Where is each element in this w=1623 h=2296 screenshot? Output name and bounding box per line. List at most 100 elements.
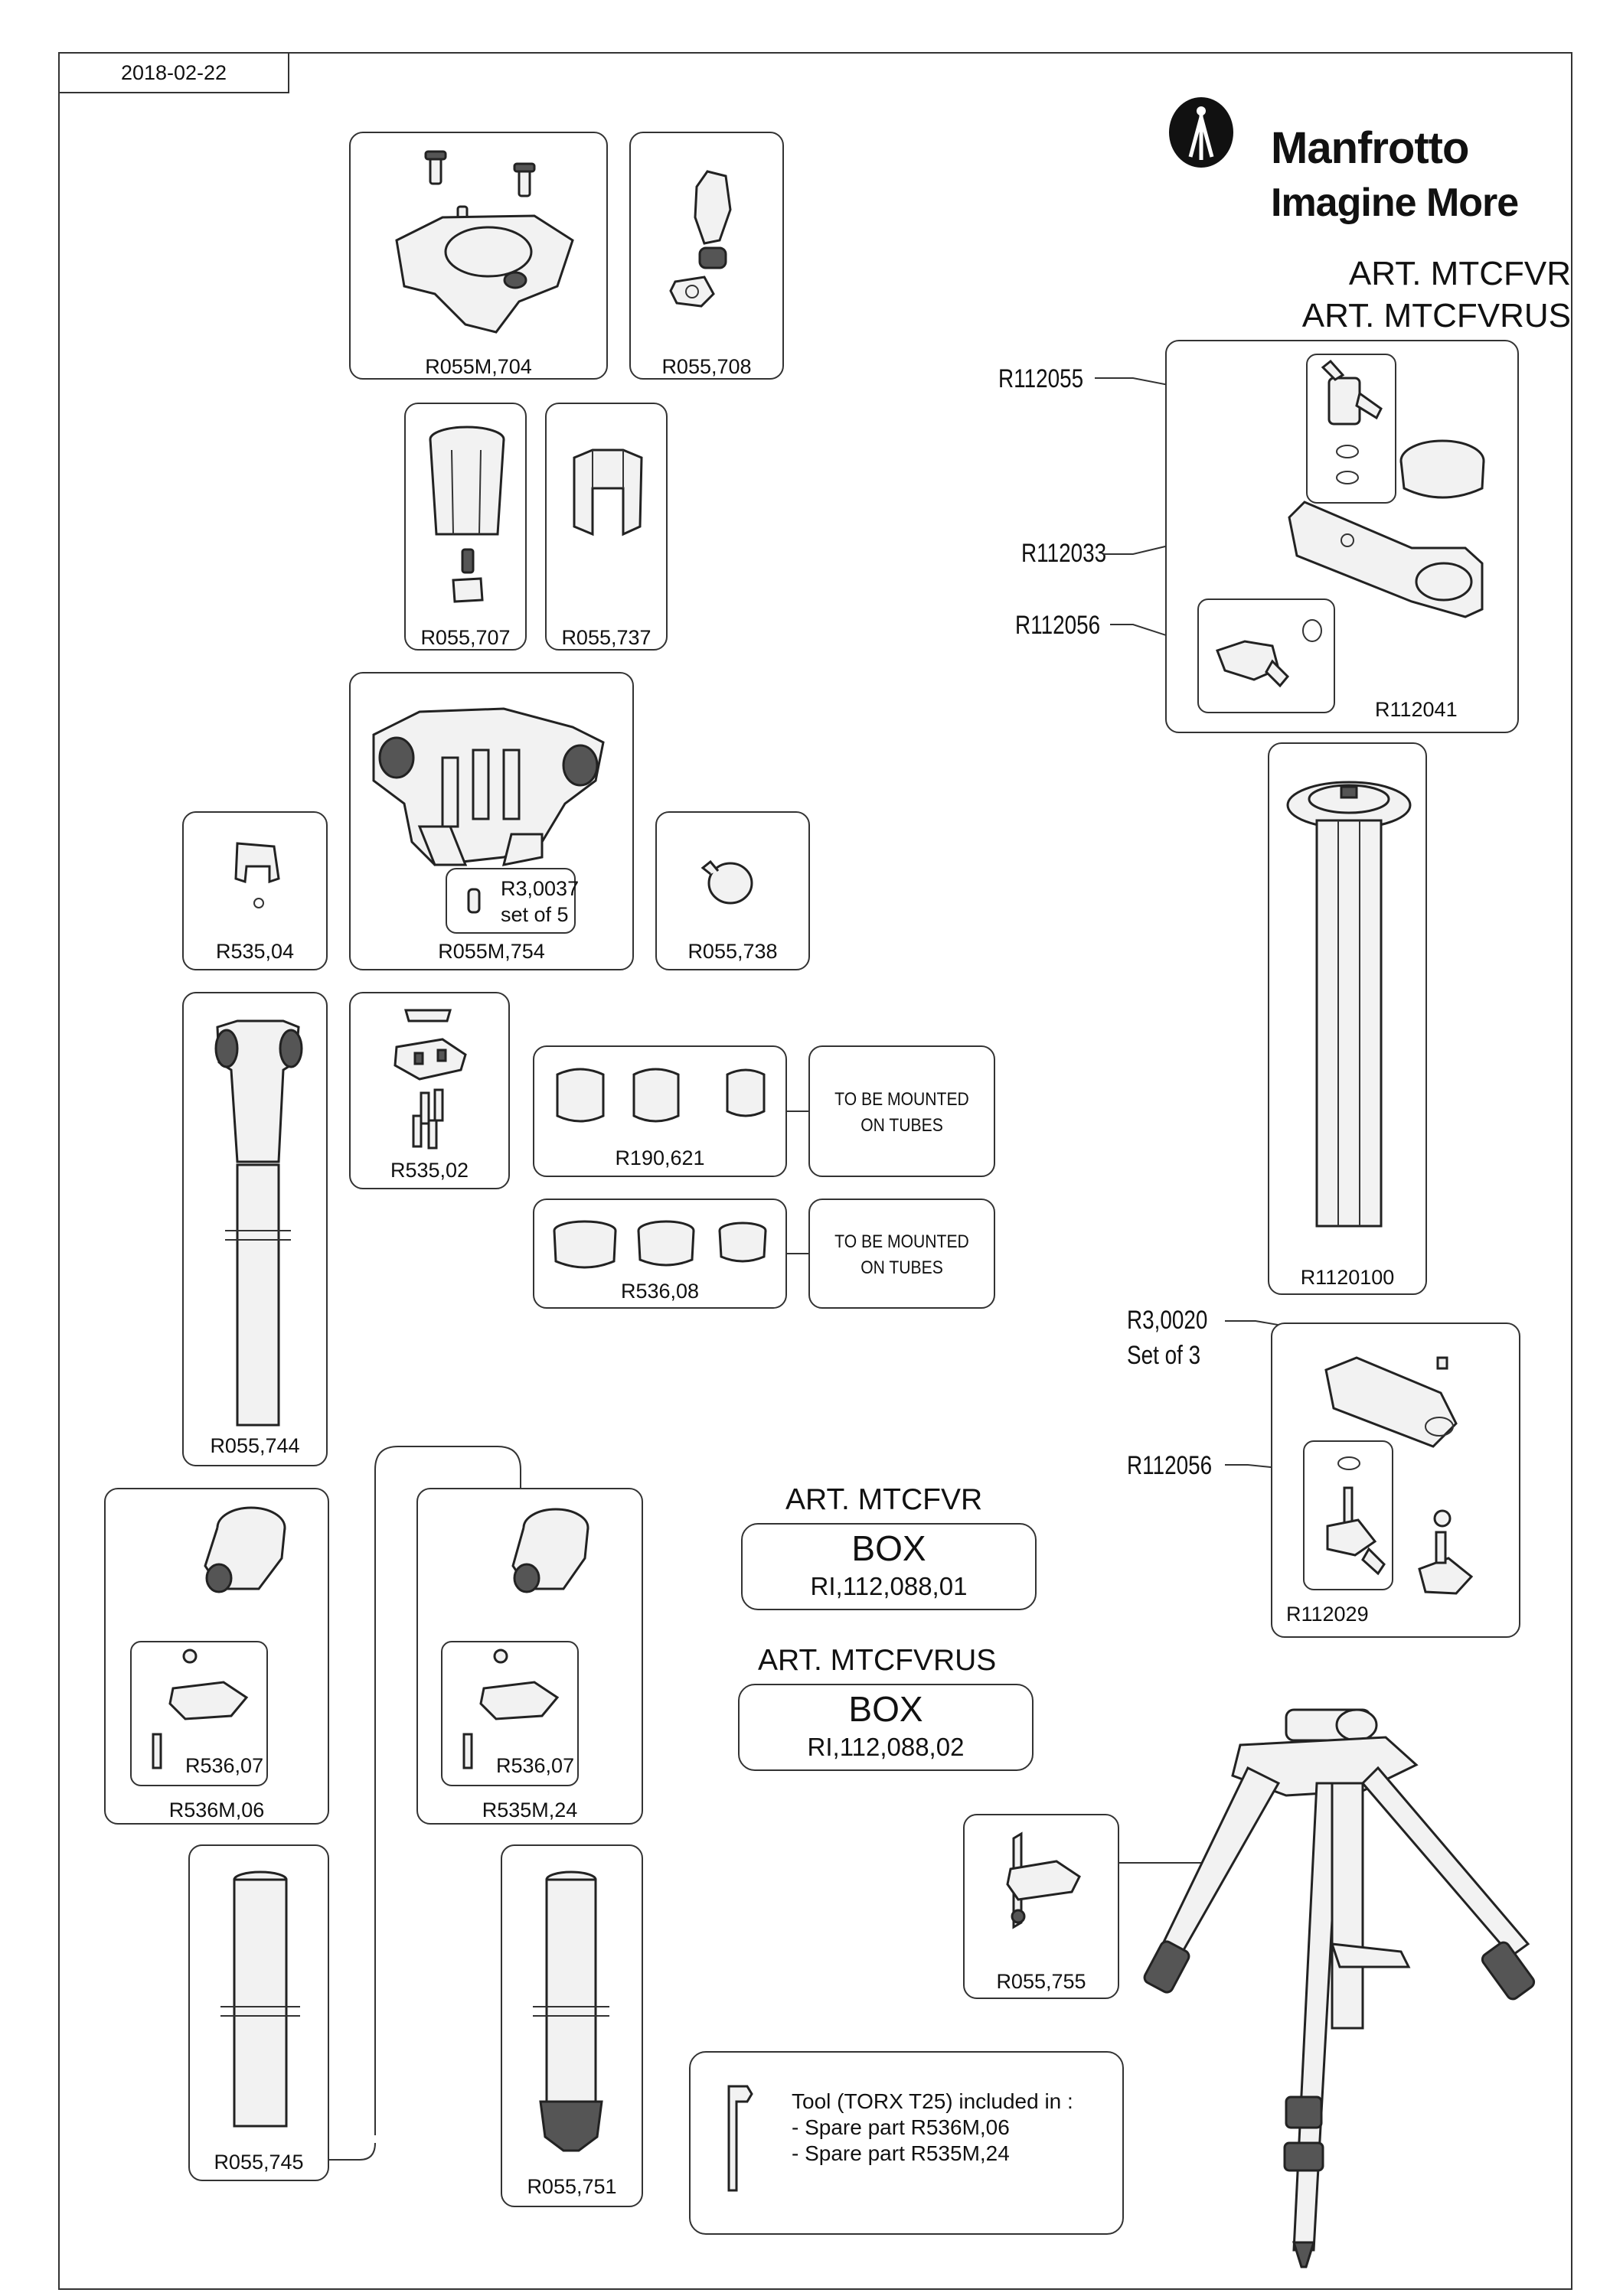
part-label-r53607b: R536,07 [496,1754,575,1777]
part-label-r055745: R055,745 [214,2151,304,2174]
hinge-kit-illustration [394,1009,467,1150]
clamp-collar-illustration [1288,439,1485,618]
foot-insert-illustration [234,842,280,908]
cap-illustration [700,859,753,905]
tool-note-line2: - Spare part R536M,06 [792,2115,1010,2139]
mount-note-box-2: TO BE MOUNTED ON TUBES [808,1199,995,1309]
brand-name: Manfrotto [1271,123,1469,173]
connector-line [787,1253,808,1254]
mount-note-1: TO BE MOUNTED ON TUBES [834,1089,969,1136]
part-label-r055744: R055,744 [210,1434,300,1457]
part-box-r055737: R055,737 [545,403,668,651]
date-box: 2018-02-22 [58,52,289,93]
box-code-mtcfvrus: RI,112,088,02 [807,1733,965,1761]
part-box-r055m704: R055M,704 [349,132,608,380]
pin-icon [467,888,481,914]
part-box-r535m24: R536,07 R535M,24 [416,1488,643,1825]
tripod-assembly-illustration [1143,1708,1536,2268]
insert-sleeve-illustration [429,426,505,603]
part-box-r53504: R535,04 [182,811,328,970]
callout-r112033: R112033 [1021,539,1107,568]
tool-note-box: Tool (TORX T25) included in : - Spare pa… [689,2051,1124,2235]
part-label-r190621: R190,621 [615,1146,705,1169]
tool-note-line3: - Spare part R535M,24 [792,2141,1010,2165]
part-box-r112041: R112041 [1165,340,1519,733]
part-box-r055m754: R3,0037 set of 5 R055M,754 [349,672,634,970]
callout-r112056a: R112056 [1015,611,1101,640]
part-box-r055708: R055,708 [629,132,784,380]
box-mtcfvrus: BOX RI,112,088,02 [738,1684,1034,1771]
leg-tube-illustration [214,1019,303,1427]
part-label-r53607a: R536,07 [185,1754,264,1777]
part-box-r055755: R055,755 [963,1814,1119,1999]
part-box-r112055 [1306,354,1396,504]
part-label-r055737: R055,737 [561,626,651,649]
part-box-r53608: R536,08 [533,1199,787,1309]
mount-note-box-1: TO BE MOUNTED ON TUBES [808,1045,995,1177]
brand-tagline: Imagine More [1271,181,1519,225]
part-label-r1120100: R1120100 [1300,1266,1395,1289]
article-title-2: ART. MTCFVRUS [1301,297,1571,334]
part-box-r53607a: R536,07 [130,1641,268,1786]
part-box-r1120100: R1120100 [1268,742,1427,1295]
box-label-mtcfvrus: BOX [848,1689,923,1729]
box-title-mtcfvrus: ART. MTCFVRUS [758,1644,997,1677]
part-box-r30037: R3,0037 set of 5 [446,868,580,934]
part-label-r055755: R055,755 [996,1970,1086,1993]
part-qty-r30037: set of 5 [501,903,569,926]
part-label-r536m06: R536M,06 [168,1799,265,1821]
column-arm-illustration [1324,1356,1474,1595]
part-label-r055751: R055,751 [527,2175,617,2198]
part-label-r53504: R535,04 [215,940,295,963]
box-mtcfvr: BOX RI,112,088,01 [741,1523,1037,1610]
part-label-r112029: R112029 [1286,1603,1369,1626]
spider-casting-illustration [372,707,605,866]
part-box-r055744: R055,744 [182,992,328,1466]
part-box-r53607b: R536,07 [441,1641,579,1786]
part-box-r190621: R190,621 [533,1045,787,1177]
part-label-r055708: R055,708 [661,355,752,378]
tool-note-line1: Tool (TORX T25) included in : [792,2089,1073,2113]
manfrotto-logo-icon [1169,97,1233,168]
box-code-mtcfvr: RI,112,088,01 [810,1572,968,1600]
head-casting-illustration [395,150,574,334]
part-box-r055738: R055,738 [655,811,810,970]
mount-note-2: TO BE MOUNTED ON TUBES [834,1231,969,1278]
part-box-r53502: R535,02 [349,992,510,1189]
part-label-r53502: R535,02 [390,1159,469,1182]
center-column-illustration [1286,781,1412,1228]
callout-r30020-qty: Set of 3 [1127,1341,1201,1370]
tie-down-bracket-illustration [1006,1831,1081,1929]
date: 2018-02-22 [120,60,227,84]
part-box-r112029: R112029 [1271,1322,1520,1638]
lever-illustration [462,1649,560,1769]
leg-lock-illustration [204,1506,286,1593]
part-label-r535m24: R535M,24 [482,1799,578,1821]
part-box-r112056b [1303,1440,1393,1590]
part-box-r055751: R055,751 [501,1844,643,2207]
part-label-r055707: R055,707 [420,626,511,649]
part-label-r055m754: R055M,754 [438,940,545,963]
knob-assembly-illustration [669,170,732,308]
part-box-r055745: R055,745 [188,1844,329,2181]
part-label-r112041: R112041 [1375,698,1458,721]
lever-illustration [152,1649,249,1769]
part-box-r112056a [1197,598,1335,713]
part-label-r30037: R3,0037 [501,877,580,900]
clamp-knob-illustration [1321,359,1383,484]
connector-line [787,1110,808,1112]
callout-r112056b: R112056 [1127,1451,1213,1480]
thumb-screw-illustration [1216,619,1322,688]
part-label-r055738: R055,738 [687,940,778,963]
article-title-1: ART. MTCFVR [1348,255,1571,292]
leg-lock-illustration [511,1508,589,1593]
callout-r30020: R3,0020 [1127,1306,1208,1335]
clip-illustration [573,448,643,536]
part-label-r055m704: R055M,704 [425,355,532,378]
part-box-r536m06: R536,07 R536M,06 [104,1488,329,1825]
part-box-r055707: R055,707 [404,403,527,651]
box-title-mtcfvr: ART. MTCFVR [785,1483,983,1516]
part-label-r53608: R536,08 [620,1280,700,1303]
bushing-set-illustration [556,1068,766,1123]
thumb-screw-illustration [1326,1456,1386,1576]
